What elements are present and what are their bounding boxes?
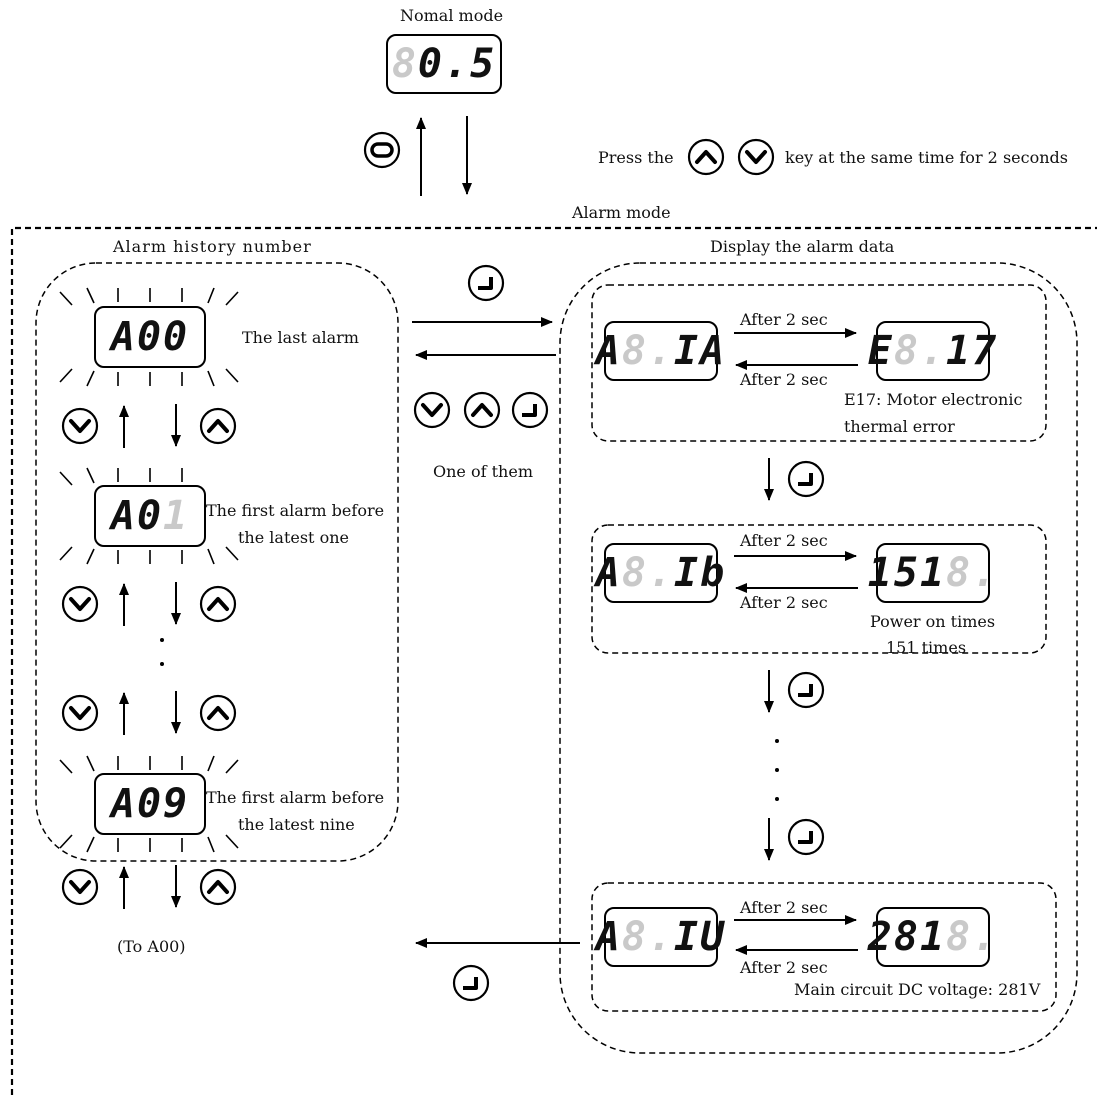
nav-row-1 — [61, 404, 237, 448]
blink-rays-a09 — [59, 755, 239, 853]
step-arrow-1 — [764, 458, 825, 501]
normal-mode-label: Nomal mode — [400, 6, 504, 25]
alarm-history-display-a00: A00 — [94, 306, 206, 368]
back-label-3: After 2 sec — [740, 958, 828, 977]
alarm-note-1-line2: thermal error — [844, 417, 955, 436]
nav-row-4 — [61, 865, 237, 909]
alarm-note-2-line2: 151 times — [886, 638, 967, 657]
alarm-data-panel — [559, 262, 1078, 1054]
one-of-them-label: One of them — [433, 462, 533, 481]
forward-label-3: After 2 sec — [740, 898, 828, 917]
nav-row-2 — [61, 582, 237, 626]
step-arrow-3 — [764, 818, 825, 861]
alarm-data-group-1 — [591, 284, 1047, 442]
instruction-suffix: key at the same time for 2 seconds — [785, 148, 1068, 167]
blink-rays-a01 — [59, 467, 239, 565]
alarm-data-group-2 — [591, 524, 1047, 654]
return-keys — [413, 391, 549, 429]
alarm-data-title: Display the alarm data — [710, 237, 895, 256]
alarm-data-group-3 — [591, 882, 1057, 1012]
step-arrow-2 — [764, 670, 825, 713]
alarm-mode-label: Alarm mode — [572, 203, 671, 222]
alarm-history-title: Alarm history number — [113, 237, 312, 256]
back-label-1: After 2 sec — [740, 370, 828, 389]
instruction-prefix: Press the — [598, 148, 674, 167]
alarm-note-2-line1: Power on times — [870, 612, 996, 631]
up-key-icon — [687, 138, 725, 176]
back-label-2: After 2 sec — [740, 593, 828, 612]
alarm-history-desc-a01-line2: the latest one — [238, 528, 349, 547]
to-a00-label: (To A00) — [117, 937, 186, 956]
forward-label-1: After 2 sec — [740, 310, 828, 329]
alarm-mode-frame — [10, 226, 1097, 1095]
mode-key-icon — [363, 131, 401, 169]
enter-key-icon — [452, 964, 490, 1002]
alarm-history-desc-a00: The last alarm — [242, 328, 359, 347]
alarm-history-panel — [35, 262, 399, 862]
nav-row-3 — [61, 691, 237, 735]
forward-label-2: After 2 sec — [740, 531, 828, 550]
alarm-history-desc-a09-line1: The first alarm before — [206, 788, 385, 807]
down-key-icon — [737, 138, 775, 176]
alarm-note-1-line1: E17: Motor electronic — [844, 390, 1023, 409]
alarm-history-desc-a09-line2: the latest nine — [238, 815, 355, 834]
blink-rays-a00 — [59, 287, 239, 387]
alarm-history-display-a09: A09 — [94, 773, 206, 835]
alarm-history-desc-a01-line1: The first alarm before — [206, 501, 385, 520]
enter-key-icon — [467, 264, 505, 302]
alarm-note-3-line1: Main circuit DC voltage: 281V — [794, 980, 1041, 999]
